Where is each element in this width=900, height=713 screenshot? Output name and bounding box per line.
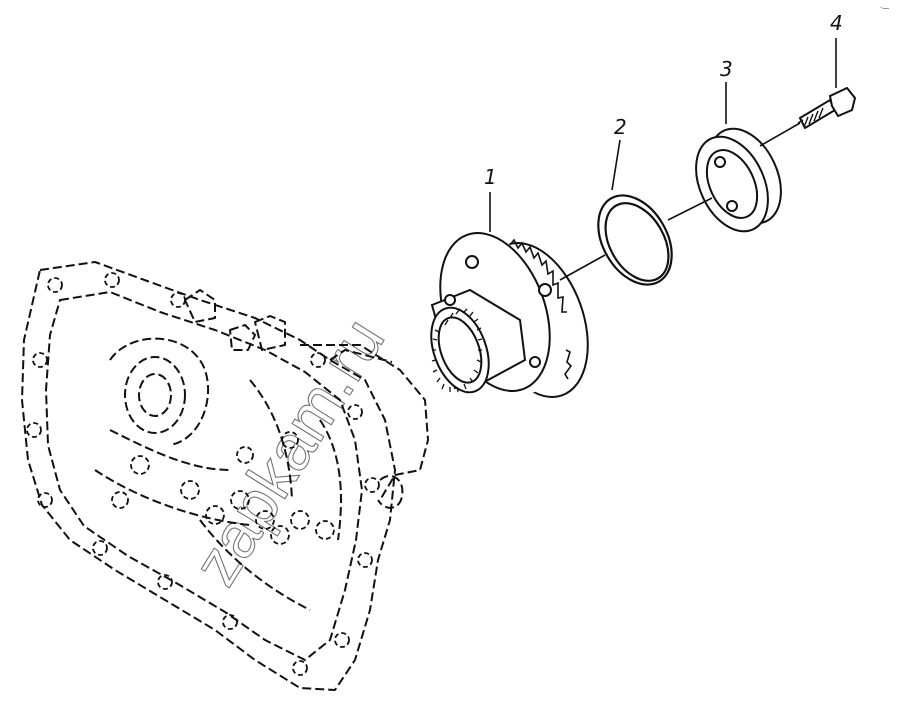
callout-1: 1 — [484, 165, 497, 189]
flange-splines — [431, 308, 483, 393]
cap-part-3 — [695, 127, 782, 233]
gearbox-housing — [21, 261, 429, 691]
flange-part-1 — [430, 232, 589, 398]
housing-bolt-holes — [26, 272, 380, 676]
callout-3: 3 — [720, 57, 733, 81]
assembly-lines — [559, 122, 801, 281]
callout-2: 2 — [614, 115, 627, 139]
bolt-part-4 — [797, 86, 857, 130]
flange-gear-teeth — [509, 238, 573, 380]
callout-4: 4 — [830, 11, 843, 35]
callout-leaders — [489, 38, 837, 232]
corner-mark: ·— — [880, 4, 889, 12]
o-ring-part-2 — [597, 194, 673, 286]
